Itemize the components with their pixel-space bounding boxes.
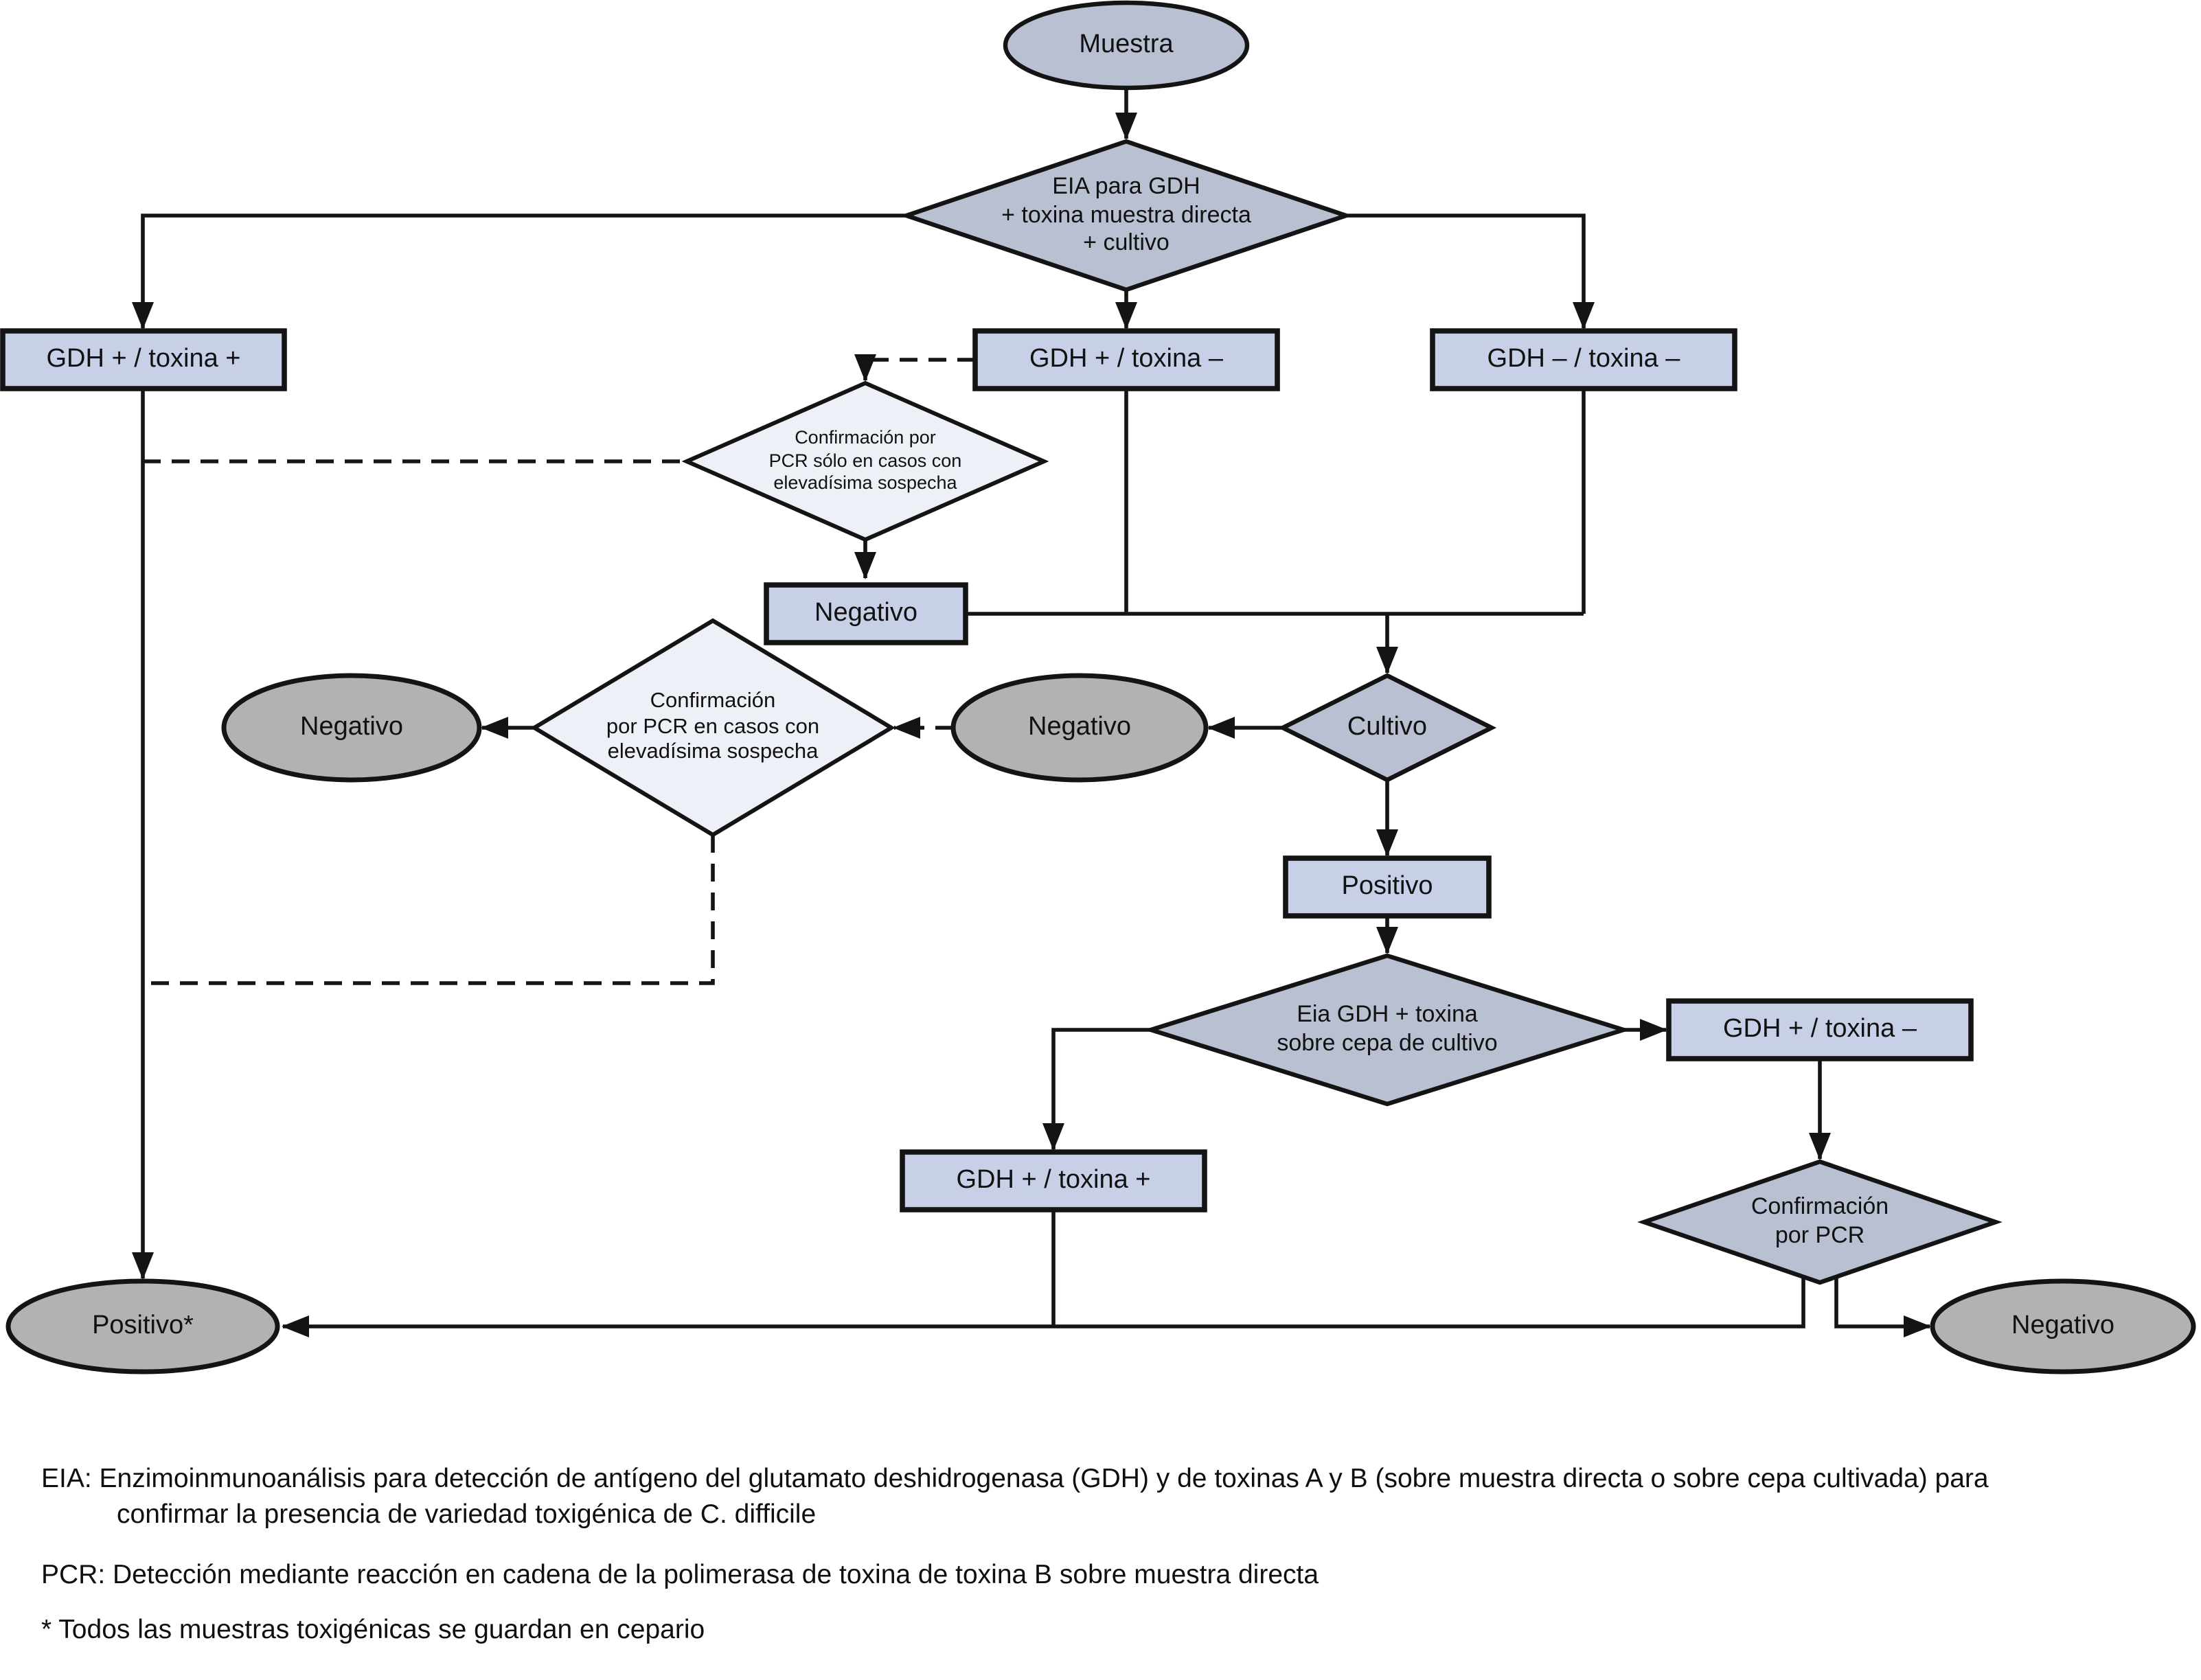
pcr-note: PCR: Detección mediante reacción en cade… (41, 1560, 1319, 1590)
positivo-end-node (5, 1278, 280, 1374)
edge-dashed-pcr-confirm-suspect-down-left (143, 835, 715, 985)
pcr-confirm-suspect-label: Confirmación por PCR en casos con elevad… (606, 689, 820, 764)
gdh-pos-toxin-pos-label: GDH + / toxina + (46, 345, 241, 374)
positivo-end-label: Positivo* (92, 1311, 194, 1341)
eia-test-label: EIA para GDH + toxina muestra directa + … (1001, 172, 1251, 256)
pcr-confirm-direct-decision (681, 380, 1049, 542)
gdh-pos-toxin-neg-node (972, 328, 1280, 391)
pcr-confirm-final-decision (1637, 1159, 2003, 1285)
edge-eia-on-culture-to-gdh-pos-toxin-pos-culture (1042, 1028, 1151, 1151)
eia-note-line1: EIA: Enzimoinmunoanálisis para detección… (41, 1464, 1989, 1494)
negativo-end-mid-node (950, 673, 1209, 783)
negativo-end-left-label: Negativo (300, 713, 403, 742)
cultivo-label: Cultivo (1347, 713, 1428, 742)
positivo-box-label: Positivo (1341, 872, 1433, 901)
pcr-confirm-final-label: Confirmación por PCR (1750, 1193, 1889, 1248)
cultivo-decision (1277, 673, 1497, 783)
negativo-end-right-node (1930, 1278, 2196, 1374)
negativo-box-label: Negativo (814, 599, 917, 628)
eia-on-culture-label: Eia GDH + toxina sobre cepa de cultivo (1277, 1001, 1498, 1056)
eia-test-decision (899, 139, 1354, 292)
negativo-end-right-label: Negativo (2011, 1311, 2114, 1341)
negativo-box-node (764, 582, 968, 645)
gdh-neg-toxin-neg-node (1430, 328, 1737, 391)
gdh-pos-toxin-neg-culture-node (1666, 998, 1974, 1061)
edge-eia-to-gdh-pos-toxin-pos (132, 214, 906, 330)
pcr-confirm-direct-label: Confirmación por PCR sólo en casos con e… (768, 427, 962, 494)
gdh-pos-toxin-pos-culture-node (900, 1149, 1207, 1212)
edge-pcr-confirm-final-to-negativo-right (1834, 1277, 1931, 1337)
edge-eia-to-gdh-neg-toxin-neg (1346, 214, 1595, 330)
asterisk-note: * Todos las muestras toxigénicas se guar… (41, 1615, 705, 1645)
gdh-neg-toxin-neg-label: GDH – / toxina – (1487, 345, 1680, 374)
edge-dashed-gdh-pos-toxin-neg-to-pcr-confirm-direct (854, 354, 975, 382)
legend-notes: EIA: Enzimoinmunoanálisis para detección… (41, 1461, 2187, 1648)
muestra-label: Muestra (1079, 30, 1174, 60)
eia-on-culture-decision (1143, 953, 1631, 1107)
gdh-pos-toxin-neg-culture-label: GDH + / toxina – (1723, 1015, 1917, 1044)
positivo-box-node (1283, 855, 1492, 919)
muestra-node (1003, 0, 1250, 91)
gdh-pos-toxin-pos-culture-label: GDH + / toxina + (956, 1166, 1151, 1195)
eia-note-line2: confirmar la presencia de variedad toxig… (117, 1499, 817, 1530)
gdh-pos-toxin-neg-label: GDH + / toxina – (1029, 345, 1223, 374)
negativo-end-left-node (221, 673, 482, 783)
negativo-end-mid-label: Negativo (1028, 713, 1131, 742)
edge-pcr-confirm-final-to-positivo-end (282, 1277, 1805, 1337)
edge-junction-to-cultivo-rail (966, 389, 1586, 616)
gdh-pos-toxin-pos-node (0, 328, 287, 391)
pcr-confirm-suspect-decision (530, 618, 896, 838)
